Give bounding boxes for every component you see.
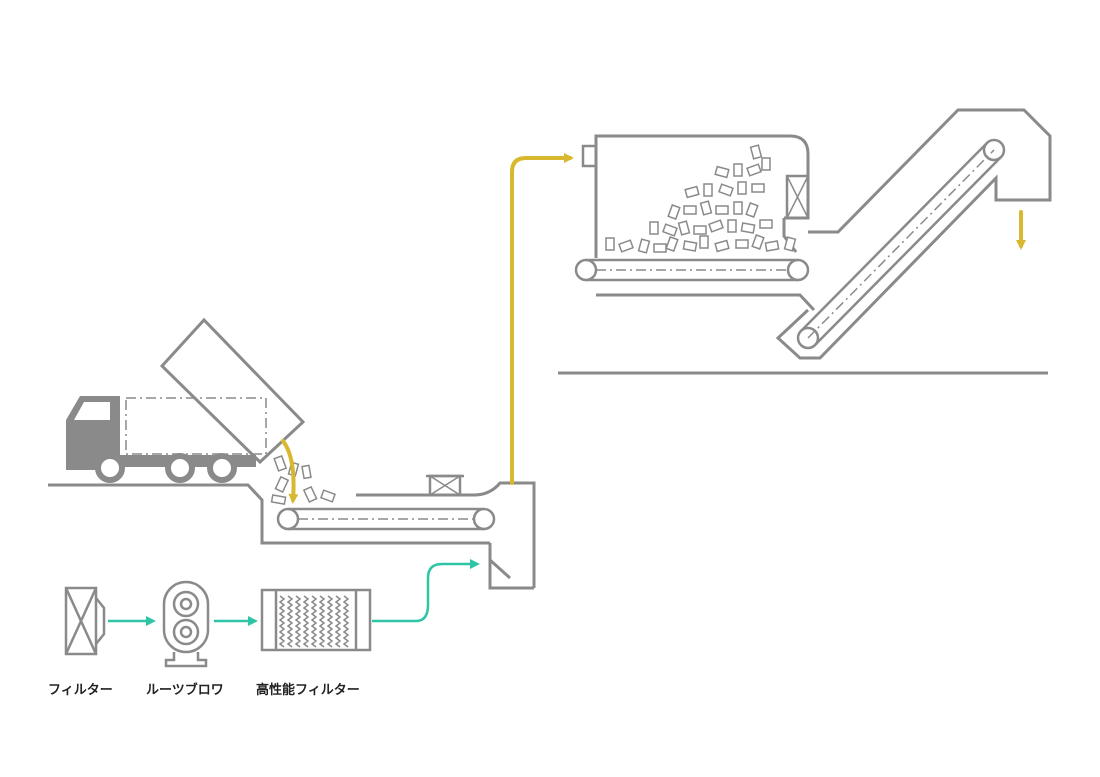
material-flow-arrow-1 [281,439,299,504]
upper-tank [574,134,816,312]
roots-blower-label: ルーツブロワ [146,682,224,698]
lower-conveyor [260,474,536,590]
air-flow-arrow-3 [372,559,480,623]
filter-label: フィルター [48,683,113,698]
filter-icon [64,586,106,656]
roots-blower-icon [162,580,210,668]
hepa-filter-label: 高性能フィルター [256,682,360,698]
dump-truck-icon [66,317,306,483]
inclined-conveyor [775,108,1052,360]
falling-chips [270,455,336,506]
tank-chips [605,144,797,254]
material-flow-arrow-2 [510,153,574,485]
high-performance-filter-icon [260,588,372,652]
